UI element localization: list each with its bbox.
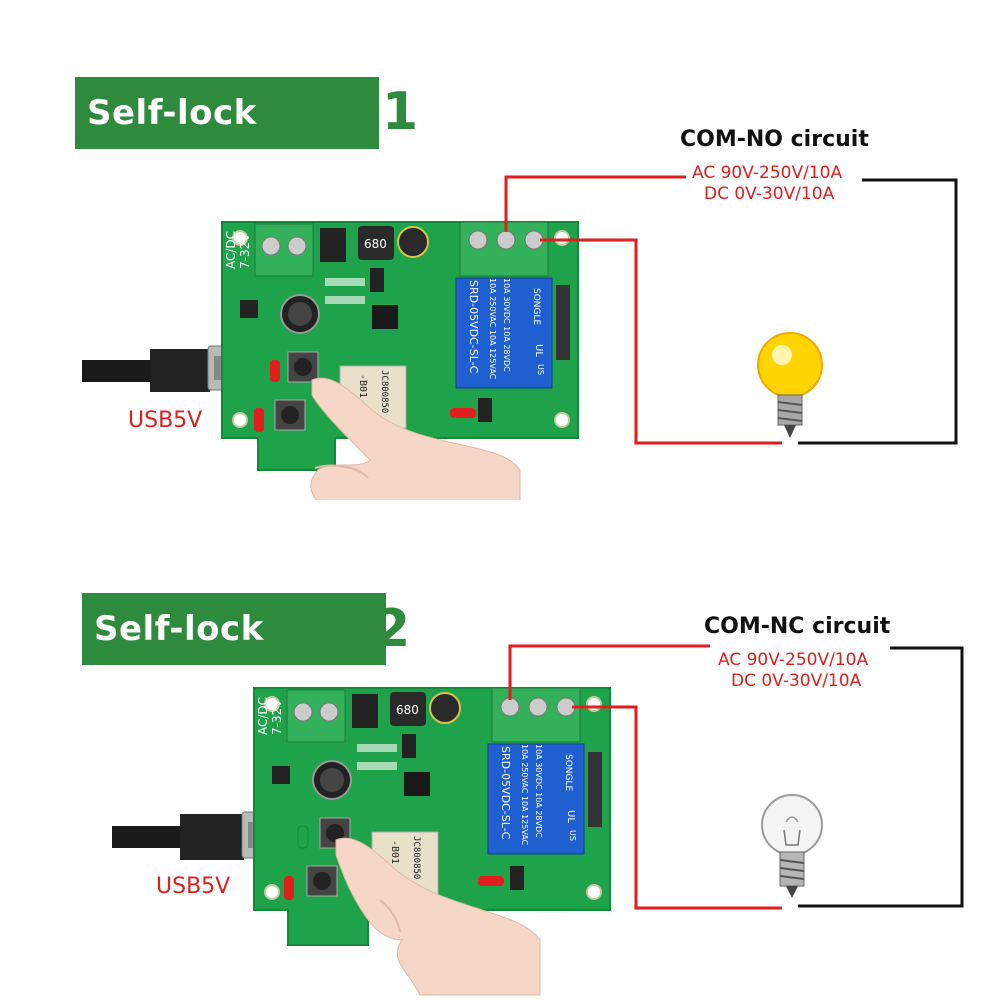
module-mark-b01: -B01 (357, 374, 368, 398)
light-bulb-icon (761, 794, 823, 898)
board-silk-voltage: 7-32V (270, 699, 284, 735)
relay-mark-model: SRD-05VDC-SL-C (467, 280, 480, 374)
circuit-title: COM-NO circuit (680, 127, 869, 152)
relay-mark-model: SRD-05VDC-SL-C (499, 746, 512, 840)
panel-self-lock-mode-1: 680 -B01 JC800850 (75, 77, 958, 500)
light-bulb-icon (757, 332, 823, 438)
mode-number: 2 (374, 599, 411, 659)
module-mark-b01: -B01 (389, 840, 400, 864)
module-mark-jc: JC800850 (411, 836, 421, 879)
spec-ac: AC 90V-250V/10A (692, 163, 843, 183)
wire-red-to-bulb (540, 238, 782, 445)
mode-number: 1 (382, 82, 419, 142)
relay-mark-brand: SONGLE (563, 754, 573, 792)
board-silk-acdc: AC/DC (256, 697, 270, 735)
diagram-drawing: 680 -B01 JC800850 (82, 175, 958, 500)
wire-red-com-top (504, 175, 686, 232)
inductor-mark: 680 (396, 703, 419, 717)
inductor-mark: 680 (364, 237, 387, 251)
relay-mark-rating-2: 10A 30VDC 10A 28VDC (534, 744, 543, 838)
relay-mark-us: US (568, 830, 577, 841)
relay-mark-rating-2: 10A 30VDC 10A 28VDC (502, 278, 511, 372)
relay-mark-ul: UL (565, 810, 576, 823)
diagram-drawing: 680 -B01 JC800850 SRD-05VDC- (112, 644, 964, 996)
relay-mark-us: US (536, 364, 545, 375)
spec-dc: DC 0V-30V/10A (731, 671, 862, 691)
wire-black-return (798, 646, 964, 908)
finger-press-icon (335, 837, 541, 996)
mode-label: Self-lock mode (82, 593, 386, 721)
board-silk-voltage: 7-32V (238, 233, 252, 269)
relay-mark-rating-1: 10A 250VAC 10A 125VAC (520, 744, 529, 846)
finger-press-icon (310, 377, 521, 500)
wire-black-return (798, 178, 958, 445)
relay-mark-brand: SONGLE (531, 288, 541, 326)
mode-label: Self-lock mode (75, 77, 379, 205)
relay-mark-ul: UL (533, 344, 544, 357)
panel-self-lock-mode-2: 680 -B01 JC800850 SRD-05VDC- (0, 500, 1000, 1000)
usb-label: USB5V (156, 874, 231, 899)
usb-label: USB5V (128, 408, 203, 433)
usb-cable-icon (112, 811, 271, 860)
usb-cable-icon (82, 345, 237, 392)
module-mark-jc: JC800850 (379, 370, 389, 413)
spec-ac: AC 90V-250V/10A (718, 650, 869, 670)
circuit-title: COM-NC circuit (704, 614, 891, 639)
relay-mark-rating-1: 10A 250VAC 10A 125VAC (488, 278, 497, 380)
spec-dc: DC 0V-30V/10A (704, 184, 835, 204)
wire-red-com-top (508, 644, 710, 700)
wire-red-to-bulb (572, 705, 782, 910)
board-silk-acdc: AC/DC (224, 231, 238, 269)
